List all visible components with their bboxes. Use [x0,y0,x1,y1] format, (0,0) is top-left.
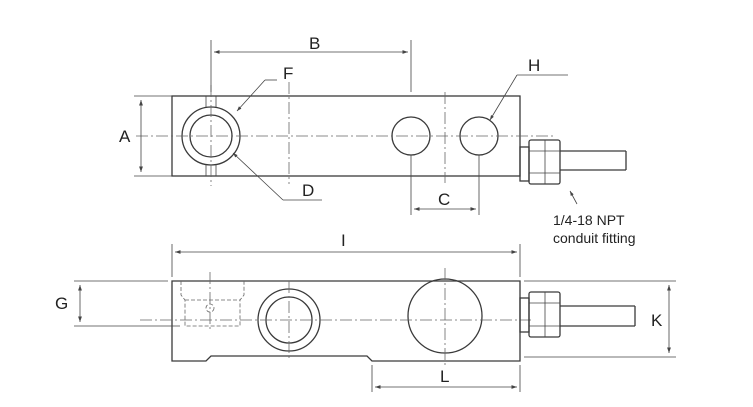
side-body [171,280,521,362]
dim-label-g: G [55,294,68,313]
dim-label-h: H [528,56,540,75]
conduit-note-line1: 1/4-18 NPT [553,212,625,228]
dim-label-c: C [438,190,450,209]
conduit-note-line2: conduit fitting [553,230,636,246]
top-view: A B C F D H 1/4-18 NPT conduit fitting [119,34,636,246]
side-view: I G K L [55,231,676,392]
dim-label-d: D [302,181,314,200]
dim-label-k: K [651,311,663,330]
dim-label-i: I [341,231,346,250]
dim-label-a: A [119,127,131,146]
dim-label-f: F [283,64,293,83]
dim-label-b: B [309,34,320,53]
dim-label-l: L [440,367,449,386]
